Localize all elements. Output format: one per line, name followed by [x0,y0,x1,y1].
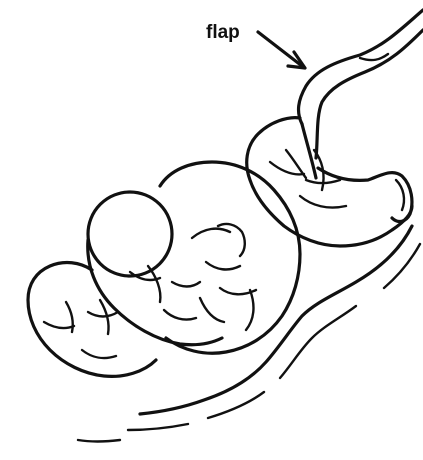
premolar [28,263,156,377]
third-molar [247,118,412,246]
flap-label: flap [206,22,240,43]
gum-flap [299,10,423,221]
flap-arrow [258,32,305,68]
second-molar [160,162,300,353]
